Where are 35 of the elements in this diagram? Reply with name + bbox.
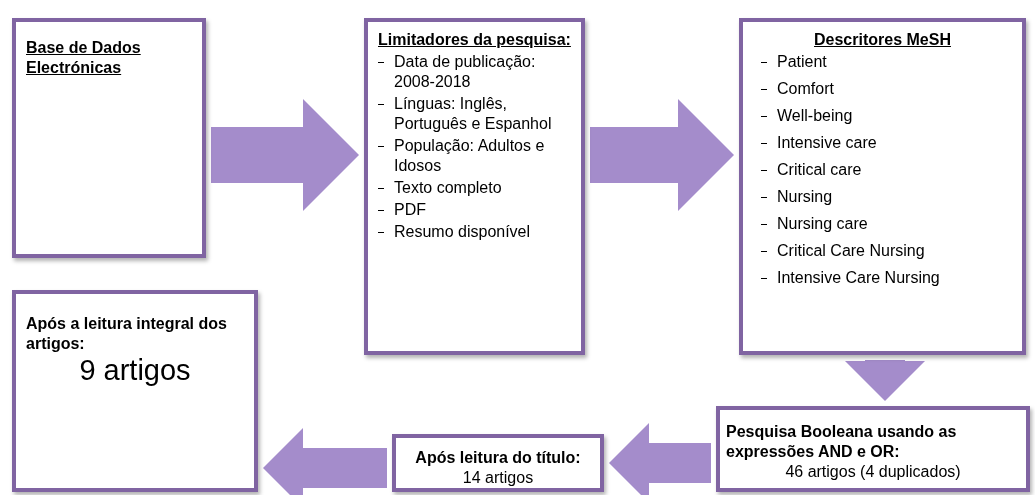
block-arrow <box>609 423 711 495</box>
article-count: 9 artigos <box>79 354 191 386</box>
list-item: Resumo disponível <box>394 222 531 242</box>
box-heading: Após leitura do título: <box>415 448 581 468</box>
list-item: Intensive care <box>777 133 877 153</box>
list-item: Well-being <box>777 106 853 126</box>
article-count: 46 artigos (4 duplicados) <box>785 462 961 482</box>
process-box <box>12 18 206 258</box>
list-item: Patient <box>777 52 827 72</box>
result-box <box>716 406 1030 492</box>
block-arrow <box>845 360 925 401</box>
list-item: Data de publicação: 2008-2018 <box>394 52 537 92</box>
list-item: Comfort <box>777 79 834 99</box>
list-item: Nursing care <box>777 214 868 234</box>
list-item: Nursing <box>777 187 833 207</box>
process-box <box>739 18 1026 355</box>
list-item: PDF <box>394 200 426 220</box>
list-item: Critical care <box>777 160 862 180</box>
list-item: Línguas: Inglês, Português e Espanhol <box>394 94 553 134</box>
list-item: Texto completo <box>394 178 502 198</box>
box-heading: Descritores MeSH <box>813 30 952 50</box>
block-arrow <box>211 99 359 211</box>
list-item: Intensive Care Nursing <box>777 268 940 288</box>
block-arrow <box>263 428 387 495</box>
result-box <box>12 290 258 492</box>
box-heading: Pesquisa Booleana usando as expressões AND e OR: <box>726 422 958 462</box>
list-item: População: Adultos e Idosos <box>394 136 546 176</box>
box-heading: Após a leitura integral dos artigos: <box>26 314 228 354</box>
block-arrow <box>590 99 734 211</box>
box-heading: Limitadores da pesquisa: <box>378 30 571 50</box>
result-box <box>392 434 604 492</box>
list-item: Critical Care Nursing <box>777 241 925 261</box>
process-box <box>364 18 585 355</box>
article-count: 14 artigos <box>462 468 534 488</box>
box-heading: Base de Dados Electrónicas <box>26 38 142 78</box>
